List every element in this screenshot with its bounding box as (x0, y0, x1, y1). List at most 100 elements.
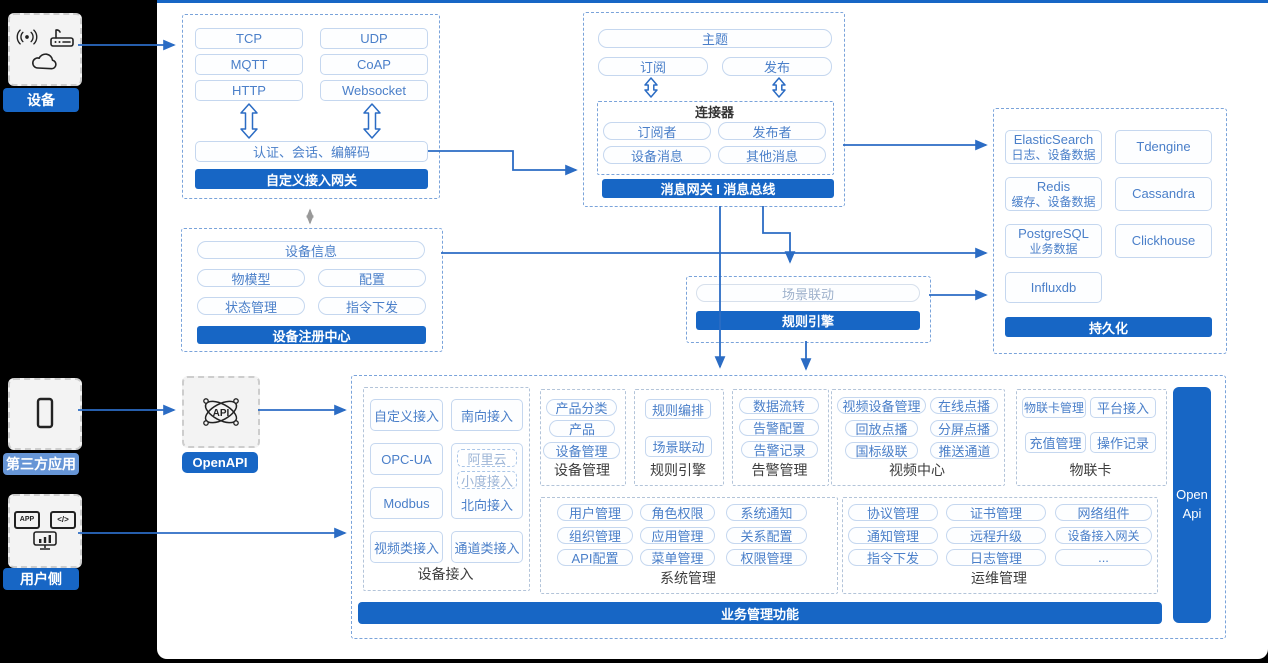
node-cert-mgmt: 证书管理 (946, 504, 1046, 521)
node-command-dispatch: 指令下发 (848, 549, 938, 566)
node-split-screen: 分屏点播 (930, 420, 998, 437)
node-network-components: 网络组件 (1055, 504, 1152, 521)
node-northbound-label: 北向接入 (460, 497, 513, 513)
app-icon: APP (14, 510, 40, 529)
business-title-bar: 业务管理功能 (358, 602, 1162, 624)
chart-monitor-icon (33, 530, 57, 550)
device-registry-box (181, 228, 443, 352)
device-info-node: 设备信息 (197, 241, 425, 259)
node-channel-access: 通道类接入 (451, 531, 523, 563)
node-device-access-gateway: 设备接入网关 (1055, 527, 1152, 544)
publish-node: 发布 (722, 57, 832, 76)
section-ops (842, 497, 1158, 594)
section-rule-engine (634, 389, 724, 486)
protocol-mqtt: MQTT (195, 54, 303, 75)
third-party-icon-box (8, 378, 82, 450)
api-icon-text: API (213, 408, 230, 419)
third-party-label: 第三方应用 (3, 453, 79, 475)
node-video-access: 视频类接入 (370, 531, 443, 563)
devices-label: 设备 (3, 88, 79, 112)
other-message-node: 其他消息 (718, 146, 826, 164)
thing-model-node: 物模型 (197, 269, 305, 287)
node-data-flow: 数据流转 (739, 397, 819, 414)
protocol-udp: UDP (320, 28, 428, 49)
node-system-notice: 系统通知 (726, 504, 807, 521)
cloud-icon (32, 53, 57, 70)
openapi-label: OpenAPI (182, 452, 258, 473)
node-rule-orchestration: 规则编排 (645, 399, 711, 419)
section-device-access (363, 387, 530, 591)
store-name: ElasticSearch (1013, 132, 1094, 147)
store-cassandra: Cassandra (1115, 177, 1212, 211)
protocol-coap: CoAP (320, 54, 428, 75)
smartphone-icon (36, 397, 54, 429)
store-postgresql: PostgreSQL 业务数据 (1005, 224, 1102, 258)
node-org-mgmt: 组织管理 (557, 527, 633, 544)
node-video-device-mgmt: 视频设备管理 (837, 397, 926, 414)
node-alarm-config: 告警配置 (739, 419, 819, 436)
scene-rule-box (686, 276, 931, 343)
section-title-system: 系统管理 (660, 570, 716, 586)
store-tdengine: Tdengine (1115, 130, 1212, 164)
session-codec-bar: 认证、会话、编解码 (195, 141, 428, 162)
command-dispatch-node: 指令下发 (318, 297, 426, 315)
user-side-label: 用户侧 (3, 568, 79, 590)
config-node: 配置 (318, 269, 426, 287)
protocol-http: HTTP (195, 80, 303, 101)
store-name: Cassandra (1132, 186, 1195, 202)
store-desc: 缓存、设备数据 (1011, 194, 1096, 209)
node-app-mgmt: 应用管理 (640, 527, 715, 544)
node-user-mgmt: 用户管理 (557, 504, 633, 521)
node-remote-upgrade: 远程升级 (946, 527, 1046, 544)
section-video (831, 389, 1005, 486)
node-role-perms: 角色权限 (640, 504, 715, 521)
business-box (351, 375, 1226, 639)
api-atom-icon: API (203, 398, 239, 426)
section-title-video: 视频中心 (889, 462, 945, 478)
custom-gateway-box (182, 14, 440, 199)
subscriber-node: 订阅者 (603, 122, 711, 140)
devices-icon-row (15, 26, 75, 48)
top-accent-line (157, 0, 1268, 3)
section-title-alarm: 告警管理 (751, 462, 808, 478)
store-desc: 业务数据 (1029, 241, 1078, 256)
store-influxdb: Influxdb (1005, 272, 1102, 303)
devices-icon-box (8, 13, 82, 86)
rule-engine-title-bar: 规则引擎 (696, 311, 920, 330)
node-device-mgmt: 设备管理 (543, 442, 620, 459)
node-ops-more: ... (1055, 549, 1152, 566)
node-notify-mgmt: 通知管理 (848, 527, 938, 544)
open-api-vertical-bar: Open Api (1173, 387, 1211, 623)
store-name: Tdengine (1136, 139, 1191, 155)
user-side-icon-box: APP </> (8, 494, 82, 568)
section-system (540, 497, 838, 594)
node-alarm-record: 告警记录 (741, 441, 818, 458)
custom-gateway-title-bar: 自定义接入网关 (195, 169, 428, 189)
router-icon (50, 29, 74, 47)
node-platform-access: 平台接入 (1090, 397, 1156, 418)
section-iot-card (1016, 389, 1167, 486)
node-product: 产品 (549, 420, 615, 437)
node-xiaodu: 小度接入 (457, 471, 517, 489)
node-iot-card-mgmt: 物联卡管理 (1022, 397, 1086, 418)
store-name: PostgreSQL (1018, 226, 1089, 241)
code-icon: </> (50, 510, 76, 529)
node-perm-mgmt: 权限管理 (726, 549, 807, 566)
section-alarm (732, 389, 829, 486)
persistence-title-bar: 持久化 (1005, 317, 1212, 337)
message-bus-title-bar: 消息网关 I 消息总线 (602, 179, 834, 198)
node-menu-mgmt: 菜单管理 (640, 549, 715, 566)
topic-node: 主题 (598, 29, 832, 48)
state-mgmt-node: 状态管理 (197, 297, 305, 315)
section-title-rule-engine: 规则引擎 (650, 462, 706, 478)
store-elasticsearch: ElasticSearch 日志、设备数据 (1005, 130, 1102, 164)
node-recharge-mgmt: 充值管理 (1025, 432, 1086, 453)
node-protocol-mgmt: 协议管理 (848, 504, 938, 521)
persistence-box (993, 108, 1227, 354)
section-title-ops: 运维管理 (971, 570, 1027, 586)
publisher-node: 发布者 (718, 122, 826, 140)
subscribe-node: 订阅 (598, 57, 708, 76)
device-registry-title-bar: 设备注册中心 (197, 326, 426, 344)
connector-box (597, 101, 834, 175)
